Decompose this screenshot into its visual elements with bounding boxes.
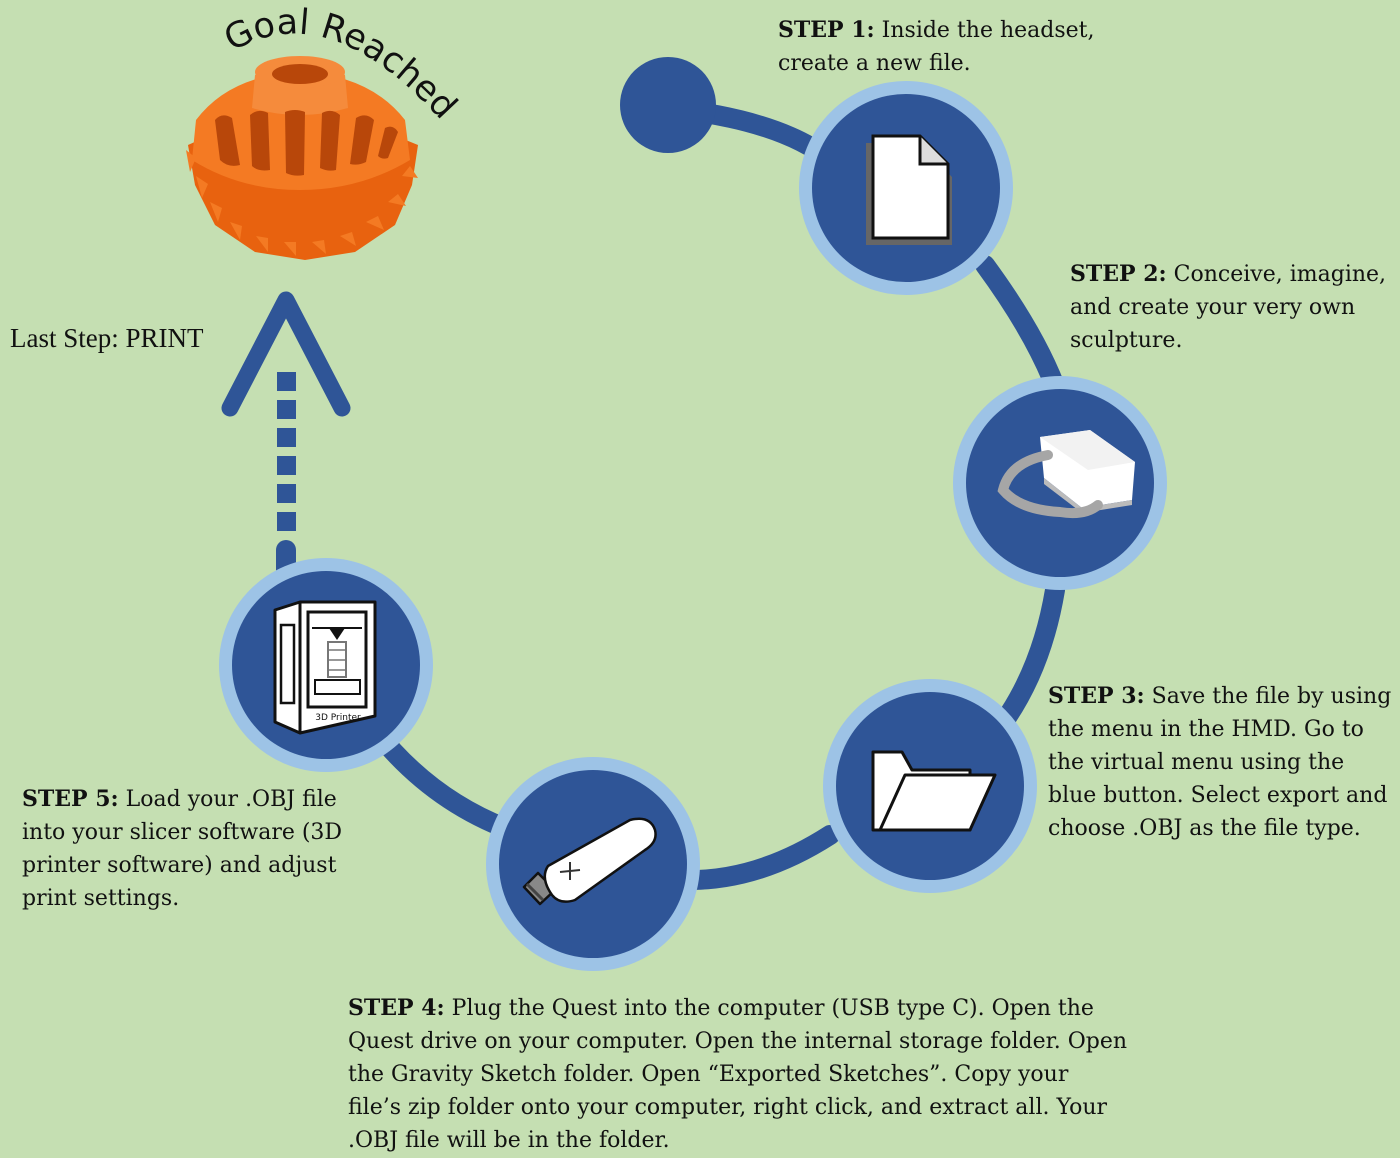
step5-text: Load your .OBJ file into your slicer sof… — [22, 787, 343, 911]
vr-headset-icon — [997, 430, 1135, 519]
step4-description: STEP 4: Plug the Quest into the computer… — [348, 992, 1128, 1157]
usb-drive-icon — [522, 817, 657, 906]
step5-node: 3D Printer — [219, 558, 433, 772]
step1-description: STEP 1: Inside the headset, create a new… — [778, 14, 1158, 80]
new-file-icon — [866, 134, 952, 245]
print-arrow — [221, 291, 351, 531]
step1-label: STEP 1: — [778, 17, 875, 43]
step3-node — [823, 679, 1037, 893]
folder-icon — [871, 750, 997, 832]
path-step3-to-step4 — [680, 825, 840, 890]
printer-label: 3D Printer — [315, 713, 361, 723]
3d-printer-icon: 3D Printer — [273, 600, 377, 735]
step2-node — [953, 376, 1167, 590]
goal-gear-image — [186, 56, 418, 260]
step4-text: Plug the Quest into the computer (USB ty… — [348, 996, 1128, 1153]
step3-text: Save the file by using the menu in the H… — [1048, 684, 1392, 841]
step2-description: STEP 2: Conceive, imagine, and create yo… — [1070, 258, 1390, 357]
step1-text: Inside the headset, create a new file. — [778, 18, 1095, 76]
step2-label: STEP 2: — [1070, 261, 1167, 287]
step3-label: STEP 3: — [1048, 683, 1145, 709]
step2-text: Conceive, imagine, and create your very … — [1070, 262, 1387, 353]
cycle-start-dot — [620, 57, 716, 153]
step4-node — [486, 757, 700, 971]
step5-description: STEP 5: Load your .OBJ file into your sl… — [22, 783, 382, 915]
step5-label: STEP 5: — [22, 786, 119, 812]
last-step-value: PRINT — [125, 323, 204, 353]
last-step-label: Last Step: PRINT — [10, 323, 204, 354]
step1-node — [799, 81, 1013, 295]
last-step-title: Last Step: — [10, 323, 119, 353]
step4-label: STEP 4: — [348, 995, 445, 1021]
arrow-head — [221, 291, 351, 417]
step3-description: STEP 3: Save the file by using the menu … — [1048, 680, 1398, 845]
